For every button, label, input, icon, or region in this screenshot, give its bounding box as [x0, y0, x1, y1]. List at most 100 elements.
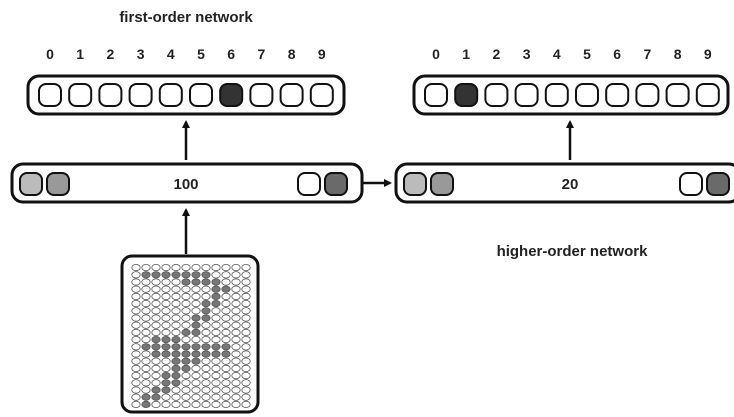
pixel-off: [221, 335, 231, 344]
pixel-off: [141, 386, 151, 394]
pixel-on: [161, 343, 171, 351]
pixel-off: [221, 379, 231, 387]
output-unit: [68, 83, 93, 107]
pixel-off: [191, 307, 201, 315]
pixel-on: [191, 357, 201, 365]
pixel-off: [131, 364, 141, 372]
pixel-on: [181, 271, 191, 279]
pixel-off: [181, 307, 191, 315]
pixel-off: [161, 285, 171, 293]
pixel-off: [161, 400, 171, 408]
digit-label: 3: [137, 46, 145, 62]
pixel-off: [141, 321, 151, 329]
pixel-off: [231, 379, 241, 387]
pixel-on: [201, 278, 211, 286]
pixel-off: [201, 386, 211, 394]
pixel-off: [241, 371, 251, 380]
pixel-off: [191, 285, 201, 293]
pixel-off: [161, 357, 171, 365]
pixel-off: [141, 307, 151, 315]
output-unit: [309, 83, 334, 107]
pixel-off: [181, 285, 191, 293]
pixel-off: [241, 328, 251, 336]
pixel-off: [151, 292, 161, 300]
pixel-off: [201, 328, 211, 336]
pixel-on: [191, 328, 201, 336]
higher-order-hidden-layer: [394, 162, 734, 204]
pixel-off: [241, 278, 251, 286]
pixel-off: [151, 299, 161, 308]
output-unit: [544, 83, 569, 107]
pixel-on: [141, 343, 151, 351]
pixel-off: [191, 263, 201, 272]
pixel-off: [171, 307, 181, 315]
pixel-on: [211, 299, 221, 308]
hidden-unit: [430, 172, 454, 196]
pixel-off: [151, 285, 161, 293]
pixel-on: [181, 328, 191, 336]
pixel-off: [201, 335, 211, 344]
pixel-on: [161, 350, 171, 358]
pixel-off: [221, 386, 231, 394]
pixel-off: [231, 263, 241, 272]
pixel-off: [161, 299, 171, 308]
active-output-unit: [219, 83, 244, 107]
pixel-on: [181, 350, 191, 358]
pixel-off: [131, 350, 141, 358]
pixel-off: [131, 379, 141, 387]
pixel-off: [171, 321, 181, 329]
hidden-unit: [403, 172, 427, 196]
pixel-off: [141, 335, 151, 344]
pixel-off: [171, 292, 181, 300]
pixel-off: [221, 307, 231, 315]
pixel-on: [191, 271, 201, 279]
pixel-off: [231, 364, 241, 372]
pixel-off: [151, 307, 161, 315]
pixel-off: [171, 278, 181, 286]
pixel-off: [211, 393, 221, 401]
pixel-on: [141, 393, 151, 401]
pixel-off: [141, 371, 151, 380]
pixel-off: [181, 379, 191, 387]
pixel-off: [131, 400, 141, 408]
pixel-on: [151, 335, 161, 344]
output-unit: [605, 83, 630, 107]
pixel-on: [161, 371, 171, 380]
pixel-off: [131, 278, 141, 286]
pixel-off: [241, 263, 251, 272]
digit-label: 7: [258, 46, 266, 62]
digit-label: 8: [288, 46, 296, 62]
pixel-on: [161, 335, 171, 344]
pixel-off: [191, 379, 201, 387]
pixel-off: [191, 393, 201, 401]
pixel-off: [231, 371, 241, 380]
pixel-off: [131, 393, 141, 401]
pixel-off: [231, 278, 241, 286]
pixel-off: [171, 263, 181, 272]
hidden-unit: [297, 172, 321, 196]
pixel-on: [181, 364, 191, 372]
pixel-off: [231, 299, 241, 308]
pixel-on: [151, 386, 161, 394]
pixel-off: [201, 393, 211, 401]
pixel-off: [221, 299, 231, 308]
pixel-off: [241, 271, 251, 279]
pixel-on: [171, 271, 181, 279]
pixel-off: [241, 400, 251, 408]
pixel-on: [201, 307, 211, 315]
pixel-on: [191, 343, 201, 351]
pixel-on: [191, 314, 201, 322]
pixel-off: [151, 379, 161, 387]
input-pixel-grid: [131, 263, 251, 408]
digit-label: 2: [493, 46, 501, 62]
pixel-off: [241, 379, 251, 387]
pixel-off: [201, 321, 211, 329]
output-unit: [695, 83, 720, 107]
pixel-off: [231, 335, 241, 344]
digit-label: 8: [674, 46, 682, 62]
pixel-on: [221, 285, 231, 293]
pixel-on: [151, 343, 161, 351]
active-output-unit: [454, 83, 479, 107]
pixel-off: [241, 357, 251, 365]
